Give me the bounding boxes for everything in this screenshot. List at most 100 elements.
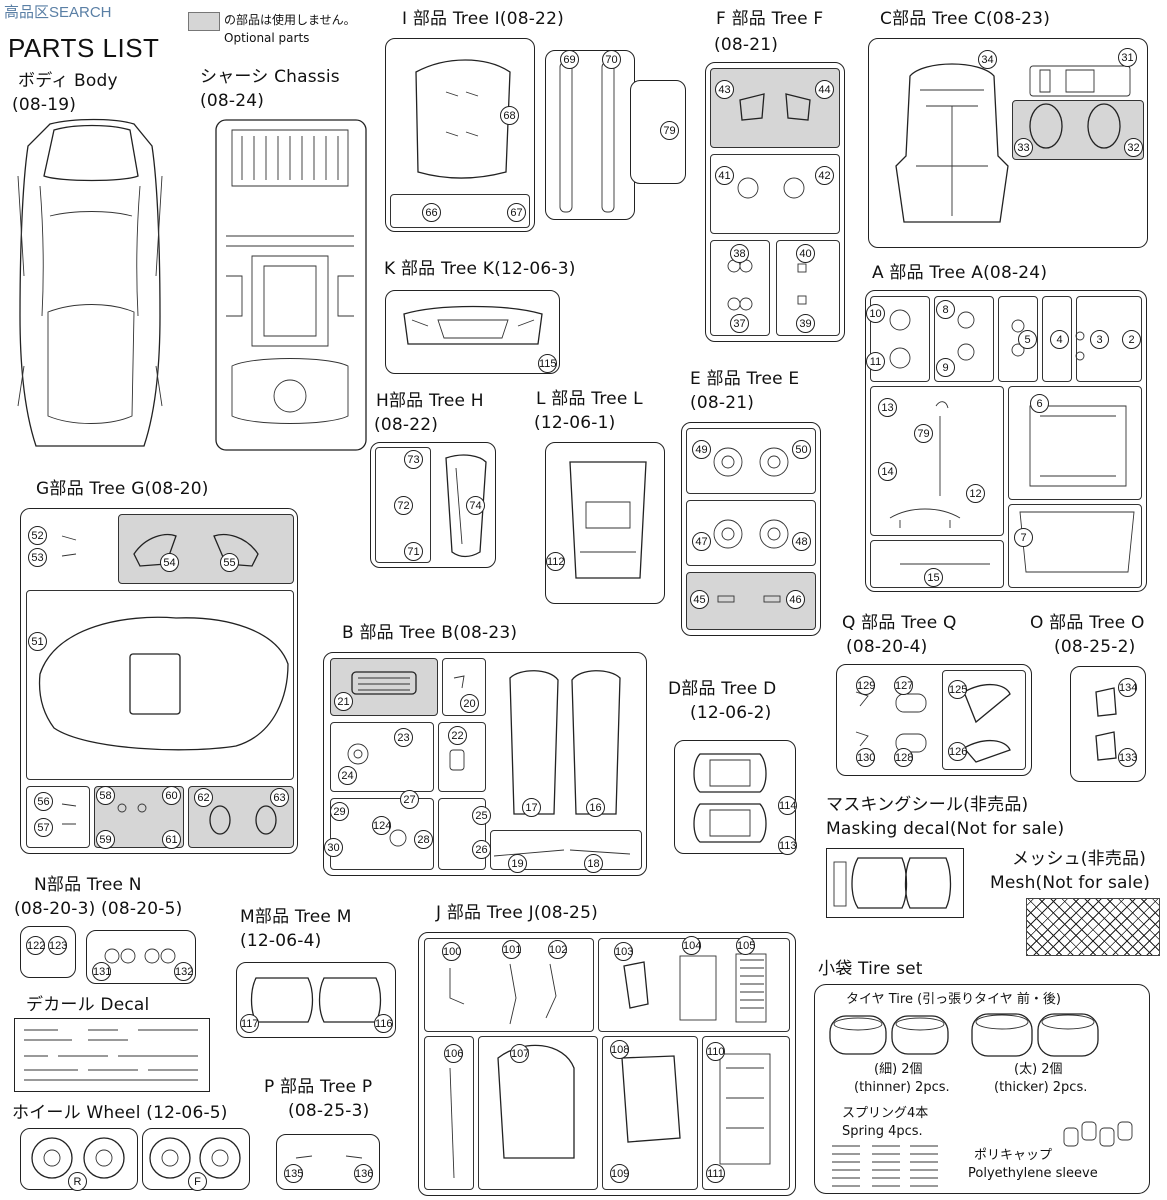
poly-caps-art: [1063, 1121, 1133, 1147]
tree-b-cell-5: [330, 798, 434, 870]
part-3: 3: [1090, 330, 1109, 349]
tree-j-title: J 部品 Tree J(08-25): [436, 903, 598, 923]
tree-a-cell-4: [1042, 296, 1072, 382]
part-46: 46: [786, 590, 805, 609]
tree-a-cell-1: [870, 296, 930, 382]
tree-a-cell-3: [998, 296, 1038, 382]
part-135: 135: [284, 1164, 303, 1183]
tree-n-parts-art: [104, 948, 176, 964]
part-69: 69: [560, 50, 579, 69]
part-68: 68: [500, 106, 519, 125]
part-43: 43: [715, 80, 734, 99]
part-6: 6: [1030, 394, 1049, 413]
part-12: 12: [966, 484, 985, 503]
part-39: 39: [796, 314, 815, 333]
poly-en: Polyethylene sleeve: [968, 1166, 1098, 1181]
wheel-mark-f: F: [188, 1172, 207, 1191]
part-117: 117: [240, 1014, 259, 1033]
tree-d-code: (12-06-2): [690, 703, 772, 723]
part-110: 110: [706, 1042, 725, 1061]
part-74: 74: [466, 496, 485, 515]
part-109: 109: [610, 1164, 629, 1183]
tireset-title: 小袋 Tire set: [818, 959, 923, 979]
part-50: 50: [792, 440, 811, 459]
optional-note-en: Optional parts: [224, 31, 310, 45]
part-16: 16: [586, 798, 605, 817]
part-108: 108: [610, 1040, 629, 1059]
part-47: 47: [692, 532, 711, 551]
tree-i-bottom-cell: [390, 194, 530, 228]
mesh-title-jp: メッシュ(非売品): [1012, 849, 1147, 869]
part-25: 25: [472, 806, 491, 825]
chassis-title: シャーシ Chassis: [200, 67, 340, 87]
part-52: 52: [28, 526, 47, 545]
part-79: 79: [660, 121, 679, 140]
part-31: 31: [1118, 48, 1137, 67]
part-72: 72: [394, 496, 413, 515]
tree-g-roof-cell: [26, 590, 294, 780]
tree-f-cell-2: [710, 154, 840, 234]
part-60: 60: [162, 786, 181, 805]
masking-title-jp: マスキングシール(非売品): [826, 795, 1029, 815]
part-9: 9: [936, 358, 955, 377]
tree-m-parts-art: [250, 977, 382, 1023]
tree-b-cell-3: [330, 722, 434, 792]
part-24: 24: [338, 766, 357, 785]
part-10: 10: [866, 304, 885, 323]
tree-l-title: L 部品 Tree L: [536, 389, 643, 409]
part-2: 2: [1122, 330, 1141, 349]
tree-j-cell-5: [602, 1036, 698, 1190]
tree-f-code: (08-21): [714, 35, 779, 55]
part-28: 28: [414, 830, 433, 849]
tree-k-frame: [385, 290, 560, 374]
part-8: 8: [936, 300, 955, 319]
seat-parts: [693, 753, 767, 843]
part-113: 113: [778, 836, 797, 855]
part-59: 59: [96, 830, 115, 849]
part-111: 111: [706, 1164, 725, 1183]
part-15: 15: [924, 568, 943, 587]
part-51: 51: [28, 632, 47, 651]
tree-j-frame: [418, 932, 796, 1196]
part-61: 61: [162, 830, 181, 849]
part-22: 22: [448, 726, 467, 745]
part-26: 26: [472, 840, 491, 859]
part-23: 23: [394, 728, 413, 747]
tree-d-title: D部品 Tree D: [668, 679, 777, 699]
part-73: 73: [404, 450, 423, 469]
tree-b-cell-2: [442, 658, 486, 716]
tree-j-parts-art: [449, 953, 771, 1179]
tires-art: [829, 1013, 1099, 1057]
tree-a-cell-7: [1008, 386, 1142, 500]
tree-p-title: P 部品 Tree P: [264, 1077, 373, 1097]
body-title: ボディ Body: [18, 71, 118, 91]
tire-thick-en: (thicker) 2pcs.: [994, 1080, 1088, 1095]
part-116: 116: [374, 1014, 393, 1033]
part-129: 129: [856, 676, 875, 695]
part-56: 56: [34, 792, 53, 811]
part-136: 136: [354, 1164, 373, 1183]
part-100: 100: [442, 942, 461, 961]
part-63: 63: [270, 788, 289, 807]
tree-f-title: F 部品 Tree F: [716, 9, 824, 29]
tree-m-title: M部品 Tree M: [240, 907, 352, 927]
tree-m-frame: [236, 962, 396, 1038]
tree-f-optional-cell: [710, 68, 840, 148]
tree-b-title: B 部品 Tree B(08-23): [342, 623, 518, 643]
watermark: 高品区SEARCH: [4, 4, 112, 21]
part-5: 5: [1018, 330, 1037, 349]
tree-f-cell-4: [776, 240, 840, 336]
part-62: 62: [194, 788, 213, 807]
part-70: 70: [602, 50, 621, 69]
part-41: 41: [715, 166, 734, 185]
part-130: 130: [856, 748, 875, 767]
chassis-illustration: [215, 119, 367, 451]
tree-j-cell-6: [702, 1036, 790, 1190]
wheel-mark-r: R: [68, 1172, 87, 1191]
part-133: 133: [1118, 748, 1137, 767]
tree-h-cell: [375, 447, 431, 563]
part-79-a: 79: [914, 424, 933, 443]
tree-a-cell-6: [870, 386, 1004, 536]
decal-title: デカール Decal: [26, 995, 150, 1015]
part-125: 125: [948, 680, 967, 699]
